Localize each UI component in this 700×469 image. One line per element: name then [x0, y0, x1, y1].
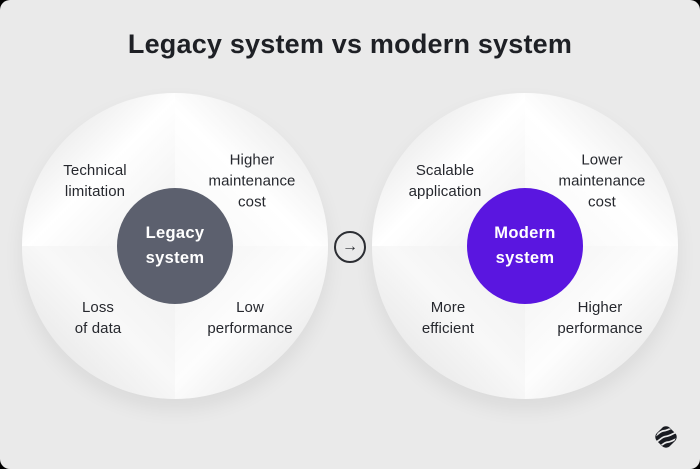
legacy-label-low-performance: Low performance [207, 299, 293, 337]
modern-label-lower-maintenance-cost: Lower maintenance cost [558, 151, 646, 211]
modern-label-scalable-application: Scalable application [408, 162, 482, 200]
legacy-label-higher-maintenance-cost: Higher maintenance cost [208, 151, 296, 211]
legacy-center-circle: Legacy system [117, 188, 233, 304]
legacy-label-technical-limitation: Technical limitation [63, 162, 127, 200]
arrow-glyph: → [342, 238, 358, 255]
arrow-right-icon: → [334, 231, 366, 263]
legacy-center-label: Legacy system [145, 224, 205, 267]
legacy-wheel: Technical limitation Higher maintenance … [22, 93, 328, 399]
modern-label-higher-performance: Higher performance [557, 299, 643, 337]
legacy-label-loss-of-data: Loss of data [74, 299, 122, 337]
page-title: Legacy system vs modern system [127, 29, 573, 59]
brand-logo [651, 422, 681, 452]
modern-label-more-efficient: More efficient [421, 299, 475, 337]
modern-wheel: Scalable application Lower maintenance c… [372, 93, 678, 399]
modern-center-circle: Modern system [467, 188, 583, 304]
wavy-diamond-icon [653, 425, 679, 450]
modern-center-label: Modern system [494, 224, 556, 267]
